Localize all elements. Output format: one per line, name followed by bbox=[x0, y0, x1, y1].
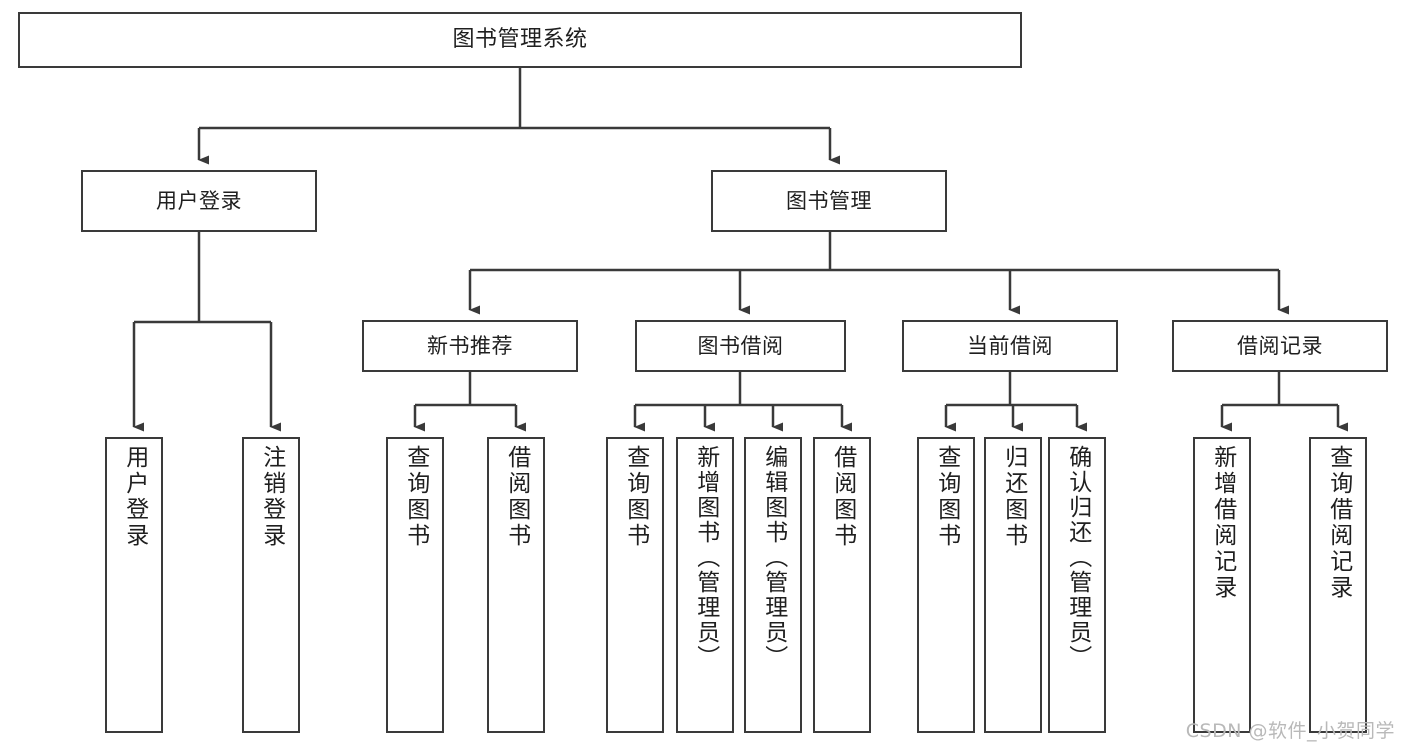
node-book-borrow[interactable]: 图书借阅 bbox=[635, 320, 846, 372]
node-label: 确认归还（管理员） bbox=[1064, 445, 1091, 670]
node-label: 借阅图书 bbox=[829, 445, 856, 549]
node-label: 图书管理系统 bbox=[452, 27, 588, 53]
leaf-borrow-book[interactable]: 借阅图书 bbox=[813, 437, 871, 733]
leaf-add-borrow-record[interactable]: 新增借阅记录 bbox=[1193, 437, 1251, 733]
node-current-borrow[interactable]: 当前借阅 bbox=[902, 320, 1118, 372]
node-label: 图书管理 bbox=[786, 188, 872, 213]
leaf-logout[interactable]: 注销登录 bbox=[242, 437, 300, 733]
node-label: 借阅记录 bbox=[1237, 333, 1323, 358]
leaf-user-login[interactable]: 用户登录 bbox=[105, 437, 163, 733]
leaf-confirm-return-admin[interactable]: 确认归还（管理员） bbox=[1048, 437, 1106, 733]
node-label: 新增借阅记录 bbox=[1209, 445, 1236, 601]
node-user-login[interactable]: 用户登录 bbox=[81, 170, 317, 232]
node-label: 新增图书（管理员） bbox=[692, 445, 719, 670]
node-borrow-records[interactable]: 借阅记录 bbox=[1172, 320, 1388, 372]
leaf-query-book-recommend[interactable]: 查询图书 bbox=[386, 437, 444, 733]
node-label: 借阅图书 bbox=[503, 445, 530, 549]
node-book-management[interactable]: 图书管理 bbox=[711, 170, 947, 232]
node-label: 查询图书 bbox=[933, 445, 960, 549]
watermark: CSDN @软件_小贺同学 bbox=[1185, 720, 1395, 742]
node-root-system[interactable]: 图书管理系统 bbox=[18, 12, 1022, 68]
node-label: 图书借阅 bbox=[697, 333, 784, 358]
leaf-borrow-book-recommend[interactable]: 借阅图书 bbox=[487, 437, 545, 733]
node-label: 当前借阅 bbox=[967, 333, 1053, 358]
node-label: 新书推荐 bbox=[427, 333, 513, 358]
node-label: 用户登录 bbox=[121, 445, 148, 549]
node-label: 归还图书 bbox=[1000, 445, 1027, 549]
node-label: 查询图书 bbox=[622, 445, 649, 549]
node-label: 用户登录 bbox=[156, 188, 242, 213]
leaf-add-book-admin[interactable]: 新增图书（管理员） bbox=[676, 437, 734, 733]
leaf-query-book-current[interactable]: 查询图书 bbox=[917, 437, 975, 733]
leaf-query-borrow-record[interactable]: 查询借阅记录 bbox=[1309, 437, 1367, 733]
leaf-return-book[interactable]: 归还图书 bbox=[984, 437, 1042, 733]
leaf-edit-book-admin[interactable]: 编辑图书（管理员） bbox=[744, 437, 802, 733]
node-label: 查询借阅记录 bbox=[1325, 445, 1352, 601]
node-label: 查询图书 bbox=[402, 445, 429, 549]
node-new-book-recommend[interactable]: 新书推荐 bbox=[362, 320, 578, 372]
node-label: 编辑图书（管理员） bbox=[760, 445, 787, 670]
node-label: 注销登录 bbox=[258, 445, 285, 549]
leaf-query-book-borrow[interactable]: 查询图书 bbox=[606, 437, 664, 733]
